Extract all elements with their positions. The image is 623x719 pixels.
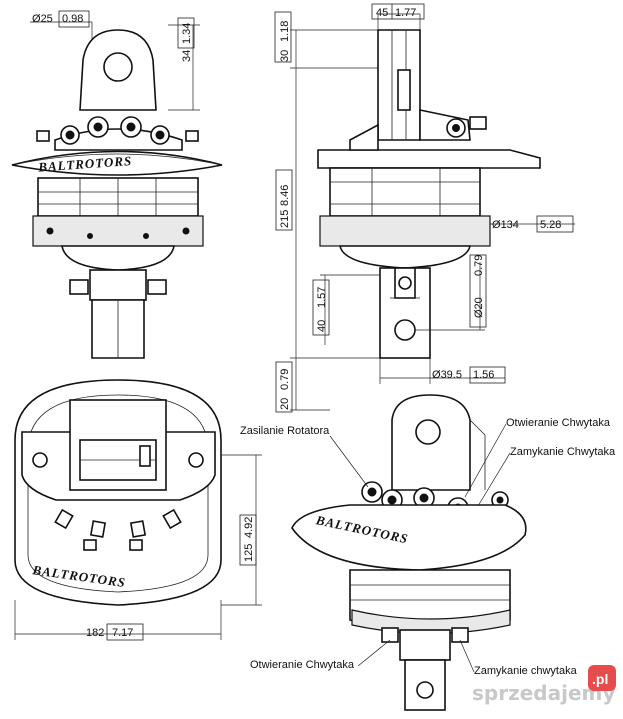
callout-open-bottom: Otwieranie Chwytaka bbox=[250, 659, 355, 671]
dim-shaft-hole: Ø20 0.79 bbox=[415, 255, 487, 331]
dim-top-height: 34 1.34 bbox=[168, 17, 200, 111]
svg-text:34: 34 bbox=[181, 50, 193, 62]
dim-body-diameter: Ø134 5.28 bbox=[319, 215, 575, 247]
dim-base-depth: 125 4.92 bbox=[221, 454, 262, 606]
callouts: Zasilanie Rotatora Otwieranie Chwytaka Z… bbox=[240, 417, 616, 677]
svg-text:Ø25: Ø25 bbox=[32, 13, 53, 25]
front-view: Ø25 0.98 34 1.34 BALTROTOR bbox=[11, 10, 223, 359]
svg-text:40: 40 bbox=[316, 320, 328, 332]
watermark: sprzedajemy .pl bbox=[472, 665, 616, 705]
callout-open-top: Otwieranie Chwytaka bbox=[506, 417, 611, 429]
svg-text:20: 20 bbox=[279, 398, 291, 410]
svg-text:1.56: 1.56 bbox=[473, 369, 494, 381]
callout-close-bottom: Zamykanie chwytaka bbox=[474, 665, 578, 677]
svg-text:1.34: 1.34 bbox=[181, 23, 193, 44]
dim-total-height: 215 8.46 bbox=[275, 68, 380, 359]
svg-text:Ø20: Ø20 bbox=[473, 297, 485, 318]
svg-text:1.18: 1.18 bbox=[279, 21, 291, 42]
svg-text:0.98: 0.98 bbox=[62, 13, 83, 25]
svg-text:125: 125 bbox=[243, 544, 255, 562]
svg-text:1.57: 1.57 bbox=[316, 287, 328, 308]
svg-text:Ø134: Ø134 bbox=[492, 219, 519, 231]
svg-text:4.92: 4.92 bbox=[243, 517, 255, 538]
svg-text:Ø39.5: Ø39.5 bbox=[432, 369, 462, 381]
svg-text:7.17: 7.17 bbox=[112, 627, 133, 639]
svg-text:215: 215 bbox=[279, 210, 291, 228]
dim-base-width: 182 7.17 bbox=[14, 600, 222, 641]
dim-pin-diameter: Ø25 0.98 bbox=[30, 10, 93, 60]
dim-shaft-diameter: Ø39.5 1.56 bbox=[379, 358, 506, 384]
top-view: BALTROTORS 125 4.92 182 7.17 bbox=[14, 379, 262, 641]
svg-text:BALTROTORS: BALTROTORS bbox=[37, 153, 133, 175]
svg-text:0.79: 0.79 bbox=[279, 369, 291, 390]
dim-shaft-offset: 20 0.79 bbox=[275, 358, 330, 413]
front-fittings bbox=[36, 116, 199, 145]
svg-text:45: 45 bbox=[376, 7, 388, 19]
svg-text:8.46: 8.46 bbox=[279, 185, 291, 206]
svg-text:.pl: .pl bbox=[592, 671, 608, 687]
iso-view: BALTROTORS bbox=[291, 394, 527, 711]
callout-supply: Zasilanie Rotatora bbox=[240, 425, 330, 437]
svg-text:0.79: 0.79 bbox=[473, 255, 485, 276]
callout-close-top: Zamykanie Chwytaka bbox=[510, 446, 616, 458]
dim-ear-width: 45 1.77 bbox=[371, 3, 425, 30]
dim-shaft-length: 40 1.57 bbox=[312, 274, 380, 345]
top-fittings bbox=[54, 508, 182, 551]
dim-ear-height: 30 1.18 bbox=[274, 11, 380, 69]
svg-text:1.77: 1.77 bbox=[395, 7, 416, 19]
svg-text:5.28: 5.28 bbox=[540, 219, 561, 231]
svg-text:182: 182 bbox=[86, 627, 104, 639]
side-view: 45 1.77 30 1.18 215 8.46 bbox=[274, 3, 575, 413]
svg-text:30: 30 bbox=[279, 50, 291, 62]
